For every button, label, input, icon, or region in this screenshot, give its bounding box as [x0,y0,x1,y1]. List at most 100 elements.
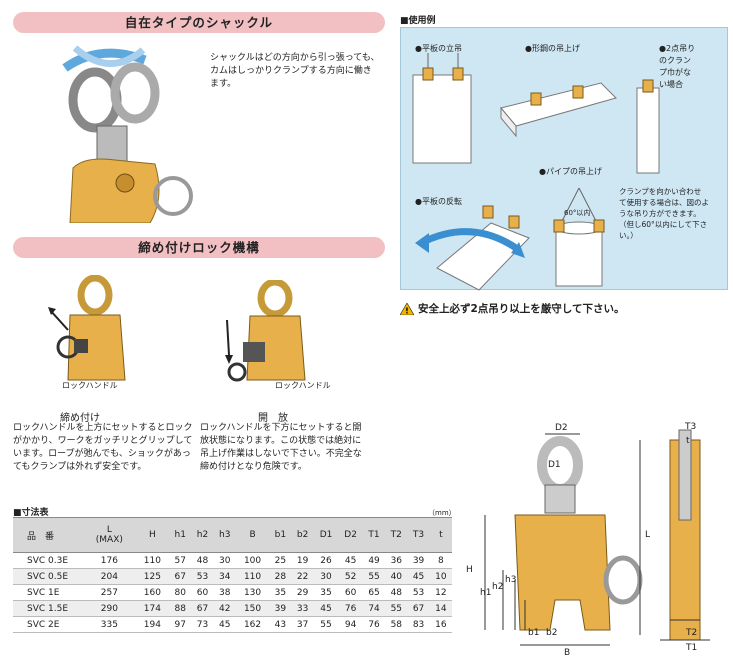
dimension-cell: 25 [269,552,292,569]
dimension-cell: 43 [269,616,292,633]
dimension-cell: 55 [313,616,339,633]
dimension-cell: 130 [235,584,270,601]
dimension-cell: 22 [291,568,314,585]
usage-two-point: ●2点吊り のクラン プ巾がな い場合 [659,44,696,89]
release-description: ロックハンドルを下方にセットすると開 放状態になります。この状態では絶対に 吊上… [200,423,362,472]
dimension-cell: 12 [429,584,452,601]
dimension-cell: 88 [169,600,192,617]
dimension-cell: 16 [429,616,452,633]
lock-description: ロックハンドルを上方にセットするとロック がかかり、ワークをガッチリとグリップし… [13,423,193,472]
model-cell: SVC 2E [13,616,83,633]
dim-b2: b2 [546,628,558,638]
dimension-diagram [484,429,710,646]
usage-flip: ●平板の反転 [415,197,462,206]
dimension-cell: 29 [291,584,314,601]
dim-B: B [564,648,571,658]
dim-H: H [466,565,473,575]
dimension-cell: 335 [83,616,136,633]
dimension-cell: 80 [169,584,192,601]
dimension-cell: 110 [235,568,270,585]
dims-header-cell: 品 番 [13,517,83,553]
dims-header-cell: t [429,517,452,553]
usage-title: ■使用例 [400,16,436,26]
dimension-cell: 34 [213,568,236,585]
dimension-cell: 45 [407,568,430,585]
usage-pipe: ●パイプの吊上げ [539,167,602,176]
dim-D1: D1 [548,460,561,470]
dimension-cell: 19 [291,552,314,569]
dimension-cell: 55 [362,568,386,585]
dimension-cell: 55 [385,600,408,617]
usage-shaped-steel: ●形鋼の吊上げ [525,44,580,53]
section-title-shackle: 自在タイプのシャックル [13,12,385,33]
usage-flat-plate: ●平板の立吊 [415,44,462,53]
dimension-cell: 48 [385,584,408,601]
model-cell: SVC 1.5E [13,600,83,617]
dims-header-cell: b1 [269,517,292,553]
lock-closed-illustration [48,275,126,381]
dimension-cell: 52 [338,568,363,585]
dims-header-cell: h2 [191,517,214,553]
dim-T3: T3 [685,422,697,432]
dimension-cell: 14 [429,600,452,617]
dims-header-cell: D1 [313,517,339,553]
dimension-cell: 65 [362,584,386,601]
usage-angle: 60°以内 [564,209,591,217]
dims-header-cell: h1 [169,517,192,553]
dimension-cell: 176 [83,552,136,569]
model-cell: SVC 0.3E [13,552,83,569]
dimension-cell: 57 [169,552,192,569]
dimension-cell: 100 [235,552,270,569]
dim-h1: h1 [480,588,492,598]
handle-label-right: ロックハンドル [275,381,331,390]
usage-panel: ●平板の立吊 ●形鋼の吊上げ ●2点吊り のクラン プ巾がな い場合 ●平板の反… [400,27,728,291]
dim-t: t [686,436,690,446]
dimension-cell: 67 [169,568,192,585]
dims-header-cell: H [135,517,170,553]
dimension-cell: 39 [407,552,430,569]
dimension-cell: 160 [135,584,170,601]
section-title-lock: 締め付けロック機構 [13,237,385,258]
dims-unit: （mm） [428,509,456,517]
dims-header-cell: L (MAX) [83,517,136,553]
dimension-cell: 60 [191,584,214,601]
dimension-cell: 58 [385,616,408,633]
dimension-cell: 45 [213,616,236,633]
shackle-description: シャックルはどの方向から引っ張っても、 カムはしっかりクランプする方向に働き ま… [210,53,380,89]
dims-header-cell: T1 [362,517,386,553]
dimension-cell: 53 [407,584,430,601]
model-cell: SVC 0.5E [13,568,83,585]
dim-T2: T2 [686,628,698,638]
lock-open-illustration [225,280,306,382]
dimension-cell: 94 [338,616,363,633]
dimension-cell: 110 [135,552,170,569]
dimension-cell: 35 [313,584,339,601]
dim-b1: b1 [528,628,540,638]
dims-title: ■寸法表 [13,508,49,518]
dimension-cell: 8 [429,552,452,569]
dimension-cell: 30 [313,568,339,585]
dimension-cell: 257 [83,584,136,601]
dimension-cell: 67 [407,600,430,617]
dimension-cell: 45 [313,600,339,617]
dimension-cell: 33 [291,600,314,617]
dimension-cell: 10 [429,568,452,585]
dimension-cell: 60 [338,584,363,601]
safety-warning: ! 安全上必ず2点吊り以上を厳守して下さい。 [400,301,625,316]
shackle-clamp-illustration [62,45,193,223]
dimension-cell: 83 [407,616,430,633]
dimension-cell: 36 [385,552,408,569]
dimension-cell: 97 [169,616,192,633]
warning-icon: ! [400,302,414,315]
dims-header-cell: T2 [385,517,408,553]
lock-heading: 締め付け [60,413,100,424]
dimension-cell: 39 [269,600,292,617]
dims-header-cell: b2 [291,517,314,553]
dim-T1: T1 [686,643,698,653]
dimension-cell: 42 [213,600,236,617]
dimension-cell: 150 [235,600,270,617]
